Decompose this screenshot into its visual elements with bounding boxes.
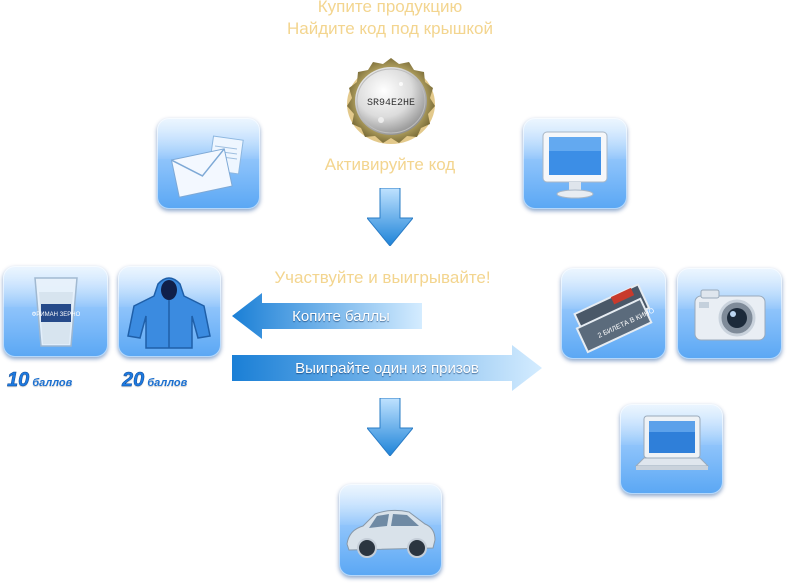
- reward-10-points: 10 баллов: [7, 369, 73, 392]
- step-find-code-text: Найдите код под крышкой: [286, 19, 494, 38]
- reward-20-points: 20 баллов: [122, 369, 188, 392]
- car-icon: [346, 509, 436, 558]
- bottle-cap-icon: SR94E2HE: [343, 54, 439, 146]
- monitor-icon: [542, 131, 608, 199]
- reward-10-number: 10: [7, 369, 30, 392]
- reward-10-unit: баллов: [32, 377, 73, 389]
- camera-icon: [694, 289, 766, 341]
- laptop-icon: [634, 415, 710, 470]
- hoodie-tile[interactable]: [118, 266, 221, 357]
- glass-label: ФРИМАН ЗЕРНО: [32, 312, 81, 318]
- down-arrow-icon: [365, 187, 415, 247]
- envelope-icon: [170, 135, 244, 198]
- beer-glass-icon: ФРИМАН ЗЕРНО: [32, 277, 81, 347]
- reward-20-unit: баллов: [147, 377, 188, 389]
- win-prize-arrow: Выиграйте один из призов: [232, 345, 542, 391]
- cinema-tickets-icon: 2 БИЛЕТА В КИНО: [573, 283, 656, 354]
- step-participate-text: Участвуйте и выигрывайте!: [274, 268, 491, 287]
- beer-glass-tile[interactable]: ФРИМАН ЗЕРНО: [3, 266, 108, 357]
- envelope-tile[interactable]: [157, 118, 260, 209]
- cinema-tickets-tile[interactable]: 2 БИЛЕТА В КИНО: [561, 268, 666, 359]
- reward-20-number: 20: [122, 369, 145, 392]
- car-tile[interactable]: [339, 484, 442, 576]
- cap-code: SR94E2HE: [367, 98, 415, 109]
- collect-points-arrow: Копите баллы: [232, 293, 422, 339]
- step-activate-text: Активируйте код: [324, 155, 456, 174]
- monitor-tile[interactable]: [523, 118, 627, 209]
- hoodie-icon: [127, 277, 211, 349]
- collect-points-label: Копите баллы: [292, 307, 390, 325]
- win-prize-label: Выиграйте один из призов: [295, 359, 479, 377]
- camera-tile[interactable]: [677, 268, 782, 359]
- step-buy-text: Купите продукцию: [317, 0, 463, 16]
- down-arrow-icon-2: [365, 397, 415, 457]
- laptop-tile[interactable]: [620, 404, 723, 494]
